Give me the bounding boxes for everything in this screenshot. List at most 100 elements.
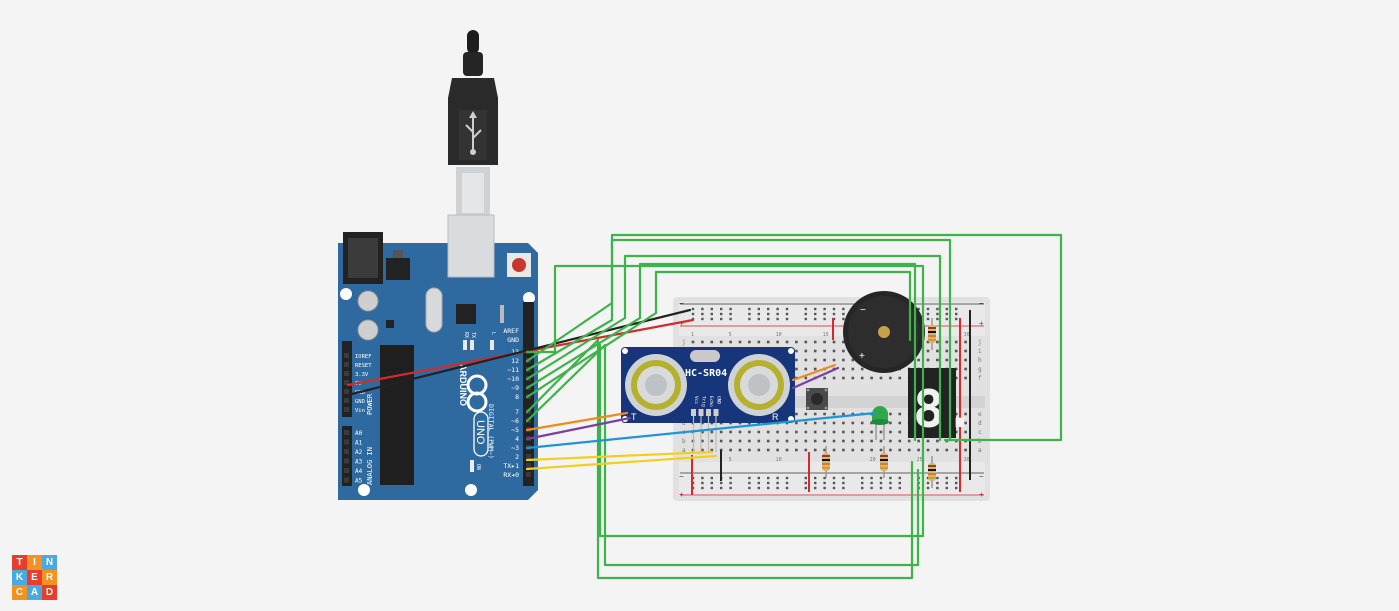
rail-hole[interactable] [861, 481, 864, 485]
rail-hole[interactable] [936, 481, 939, 485]
rail-hole[interactable] [776, 486, 779, 490]
terminal-hole[interactable] [795, 358, 798, 362]
rail-hole[interactable] [720, 481, 723, 485]
rail-hole[interactable] [832, 486, 836, 490]
rail-hole[interactable] [804, 312, 807, 316]
terminal-hole[interactable] [898, 430, 902, 434]
terminal-hole[interactable] [842, 367, 845, 371]
terminal-hole[interactable] [889, 376, 892, 380]
terminal-hole[interactable] [851, 412, 855, 416]
terminal-hole[interactable] [898, 412, 902, 416]
resistor-0[interactable] [822, 446, 830, 478]
terminal-hole[interactable] [813, 349, 817, 353]
arduino-uno-board[interactable]: AREF GND 1312~11~10~987~6~54~32TX▸1RX◂0 … [338, 214, 538, 500]
terminal-hole[interactable] [776, 448, 779, 452]
rail-hole[interactable] [757, 476, 760, 480]
terminal-hole[interactable] [926, 448, 930, 452]
terminal-hole[interactable] [964, 340, 967, 344]
terminal-hole[interactable] [936, 349, 939, 353]
terminal-hole[interactable] [870, 439, 873, 443]
rail-hole[interactable] [955, 486, 958, 490]
rail-hole[interactable] [748, 486, 751, 490]
rail-hole[interactable] [955, 312, 958, 316]
rail-hole[interactable] [748, 476, 751, 480]
terminal-hole[interactable] [823, 376, 826, 380]
rail-hole[interactable] [748, 317, 751, 321]
terminal-hole[interactable] [954, 349, 958, 353]
terminal-hole[interactable] [898, 421, 902, 425]
rail-hole[interactable] [936, 486, 939, 490]
terminal-hole[interactable] [776, 430, 779, 434]
terminal-hole[interactable] [804, 367, 808, 371]
rail-hole[interactable] [926, 486, 930, 490]
rail-hole[interactable] [842, 486, 845, 490]
terminal-hole[interactable] [860, 367, 864, 371]
rail-hole[interactable] [814, 481, 817, 485]
rail-hole[interactable] [729, 476, 732, 480]
rail-hole[interactable] [710, 486, 713, 490]
terminal-hole[interactable] [851, 430, 855, 434]
terminal-hole[interactable] [701, 340, 704, 344]
rail-hole[interactable] [776, 476, 779, 480]
terminal-hole[interactable] [804, 439, 808, 443]
rail-hole[interactable] [757, 317, 760, 321]
rail-hole[interactable] [842, 476, 845, 480]
rail-hole[interactable] [823, 481, 826, 485]
terminal-hole[interactable] [860, 448, 864, 452]
terminal-hole[interactable] [823, 412, 826, 416]
terminal-hole[interactable] [757, 448, 761, 452]
terminal-hole[interactable] [701, 430, 704, 434]
terminal-hole[interactable] [964, 421, 967, 425]
rail-hole[interactable] [701, 481, 704, 485]
terminal-hole[interactable] [860, 430, 864, 434]
rail-hole[interactable] [757, 312, 760, 316]
rail-hole[interactable] [710, 317, 713, 321]
resistor-3[interactable] [928, 318, 936, 350]
terminal-hole[interactable] [926, 358, 930, 362]
rail-hole[interactable] [814, 486, 817, 490]
rail-hole[interactable] [823, 476, 826, 480]
rail-hole[interactable] [814, 476, 817, 480]
rail-hole[interactable] [889, 476, 892, 480]
rail-hole[interactable] [823, 312, 826, 316]
rail-hole[interactable] [804, 476, 807, 480]
terminal-hole[interactable] [860, 439, 864, 443]
terminal-hole[interactable] [776, 439, 779, 443]
terminal-hole[interactable] [748, 340, 751, 344]
rail-hole[interactable] [720, 486, 723, 490]
terminal-hole[interactable] [964, 430, 967, 434]
terminal-hole[interactable] [889, 430, 892, 434]
analog-pin-socket[interactable] [344, 458, 349, 464]
terminal-hole[interactable] [964, 367, 967, 371]
terminal-hole[interactable] [729, 439, 732, 443]
terminal-hole[interactable] [954, 412, 958, 416]
terminal-hole[interactable] [710, 448, 714, 452]
digital-pin-socket[interactable] [526, 463, 531, 468]
terminal-hole[interactable] [785, 340, 789, 344]
rail-hole[interactable] [917, 307, 920, 311]
rail-hole[interactable] [776, 312, 779, 316]
terminal-hole[interactable] [842, 349, 845, 353]
power-pin-socket[interactable] [344, 389, 349, 394]
terminal-hole[interactable] [701, 448, 704, 452]
terminal-hole[interactable] [795, 349, 798, 353]
rail-hole[interactable] [955, 307, 958, 311]
terminal-hole[interactable] [813, 412, 817, 416]
rail-hole[interactable] [729, 307, 732, 311]
wires[interactable] [346, 233, 1063, 580]
rail-hole[interactable] [898, 486, 901, 490]
terminal-hole[interactable] [748, 439, 751, 443]
rail-hole[interactable] [926, 307, 930, 311]
terminal-hole[interactable] [748, 448, 751, 452]
terminal-hole[interactable] [851, 367, 855, 371]
terminal-hole[interactable] [804, 448, 808, 452]
terminal-hole[interactable] [804, 421, 808, 425]
terminal-hole[interactable] [823, 349, 826, 353]
terminal-hole[interactable] [954, 430, 958, 434]
rail-hole[interactable] [776, 307, 779, 311]
rail-hole[interactable] [926, 312, 930, 316]
rail-hole[interactable] [926, 317, 930, 321]
terminal-hole[interactable] [701, 439, 704, 443]
terminal-hole[interactable] [729, 448, 732, 452]
